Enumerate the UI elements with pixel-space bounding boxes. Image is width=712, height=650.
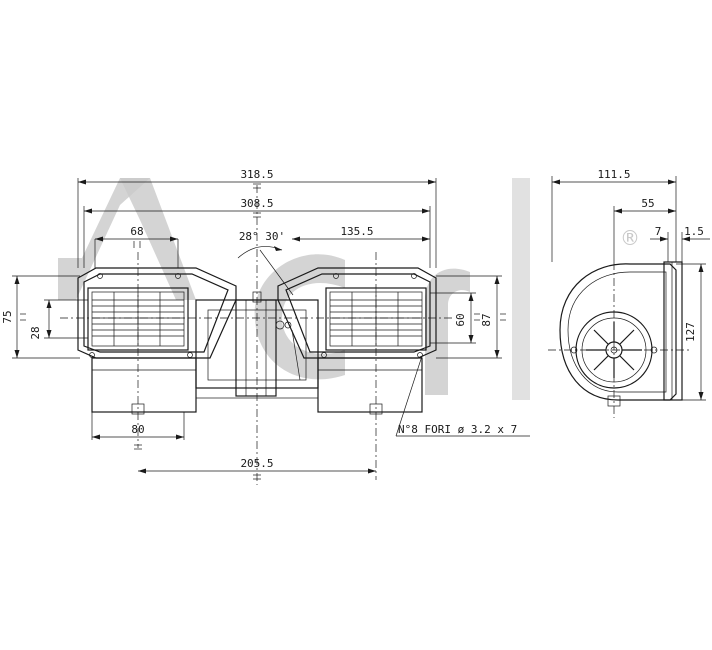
dim-mount-spacing: 205.5 bbox=[240, 457, 273, 470]
holes-note: N°8 FORI ø 3.2 x 7 bbox=[398, 423, 517, 436]
side-view: 111.5 55 7 1.5 bbox=[548, 168, 710, 418]
dim-side-depth: 111.5 bbox=[597, 168, 630, 181]
dim-left-height: 75 bbox=[1, 310, 14, 323]
dim-right-height-a: 60 bbox=[454, 313, 467, 326]
dim-side-small-a: 7 bbox=[655, 225, 662, 238]
dim-right-height-b: 87 bbox=[480, 313, 493, 326]
dim-side-height: 127 bbox=[684, 322, 697, 342]
dim-outlet-height: 28 bbox=[29, 326, 42, 339]
dim-overall-width: 318.5 bbox=[240, 168, 273, 181]
dim-outlet-angle: 28° 30' bbox=[239, 230, 285, 243]
front-view: 318.5 308.5 68 28° 30' 135.5 bbox=[1, 168, 530, 485]
dim-base-width: 80 bbox=[131, 423, 144, 436]
dim-side-small-b: 1.5 bbox=[684, 225, 704, 238]
dim-side-partial: 55 bbox=[641, 197, 654, 210]
dim-outlet-width: 68 bbox=[130, 225, 143, 238]
dim-right-offset: 135.5 bbox=[340, 225, 373, 238]
registered-mark: ® bbox=[620, 226, 640, 250]
